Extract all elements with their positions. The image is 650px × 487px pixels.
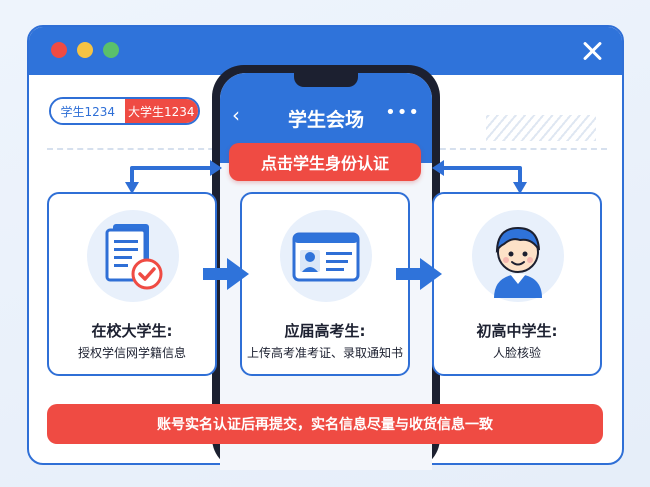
notice-banner: 账号实名认证后再提交，实名信息尽量与收货信息一致 [47,404,603,444]
close-icon[interactable] [578,37,606,65]
card-title: 应届高考生: [284,322,366,340]
id-card-icon [292,232,360,282]
card-university-student[interactable]: 在校大学生: 授权学信网学籍信息 [47,192,217,376]
more-icon[interactable]: ••• [385,102,420,123]
card-title: 在校大学生: [91,322,173,340]
page-title: 学生会场 [287,109,364,131]
decorative-hatch [486,115,596,141]
tab-group: 学生1234 大学生1234 [49,97,200,125]
arrow-right-icon [203,258,249,290]
verify-identity-button[interactable]: 点击学生身份认证 [229,143,421,181]
arrow-right-icon [396,258,442,290]
right-bracket-arrow-icon [432,160,527,194]
window-minimize-dot[interactable] [77,42,93,58]
tab-college-student[interactable]: 大学生1234 [124,99,198,123]
window-maximize-dot[interactable] [103,42,119,58]
card-subtitle: 授权学信网学籍信息 [77,346,186,360]
card-title: 初高中学生: [476,322,558,340]
document-check-icon [105,224,163,290]
tab-student[interactable]: 学生1234 [51,99,125,123]
card-gaokao-student[interactable]: 应届高考生: 上传高考准考证、录取通知书 [240,192,410,376]
phone-notch [294,73,358,87]
back-icon[interactable]: ‹ [232,103,240,127]
card-subtitle: 上传高考准考证、录取通知书 [246,346,403,360]
student-avatar-icon [494,226,542,298]
window-close-dot[interactable] [51,42,67,58]
left-bracket-arrow-icon [125,160,222,194]
card-subtitle: 人脸核验 [492,346,541,360]
card-middle-school-student[interactable]: 初高中学生: 人脸核验 [432,192,602,376]
